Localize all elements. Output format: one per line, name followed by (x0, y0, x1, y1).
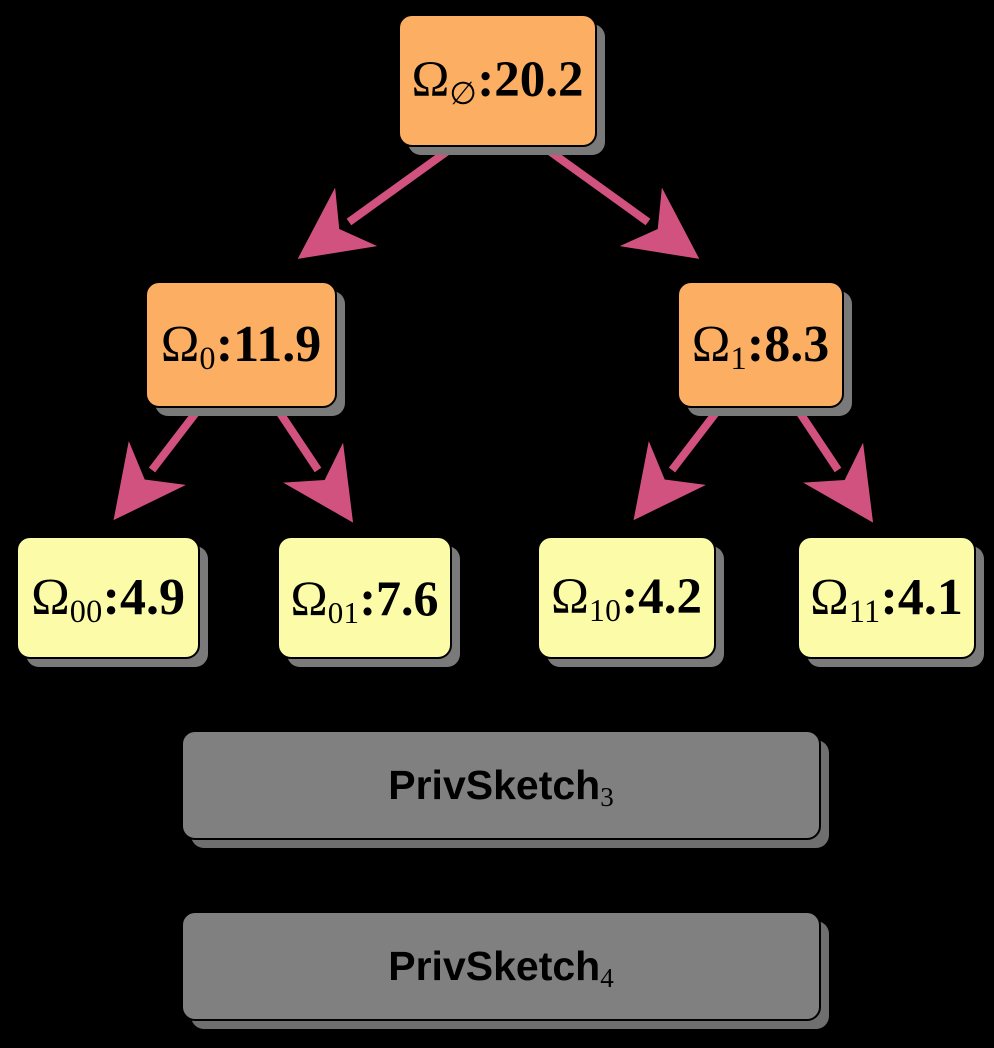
node-value: 4.2 (638, 569, 702, 625)
node-subscript: 11 (848, 592, 881, 629)
edge-n1-to-n11 (794, 407, 874, 523)
node-separator: : (215, 315, 234, 373)
node-separator: : (359, 569, 376, 626)
omega-symbol: Ω (810, 568, 849, 626)
node-value: 7.6 (375, 569, 439, 626)
edge-n0-to-n01 (274, 407, 354, 523)
node-separator: : (880, 568, 898, 626)
node-separator: : (746, 315, 765, 373)
tree-node-root-label: Ω∅:20.2 (411, 52, 584, 110)
node-separator: : (621, 569, 639, 625)
node-subscript: 00 (69, 592, 103, 629)
node-subscript: ∅ (449, 76, 478, 112)
bar-name: PrivSketch (388, 761, 601, 808)
bar-subscript: 3 (600, 781, 614, 812)
bar-subscript: 4 (600, 962, 614, 993)
node-subscript: 0 (199, 339, 216, 376)
edge-n0-to-n00 (113, 407, 202, 521)
node-separator: : (477, 52, 495, 108)
edge-root-to-n0 (297, 146, 452, 259)
node-value: 4.1 (897, 568, 963, 626)
omega-symbol: Ω (551, 569, 589, 625)
omega-symbol: Ω (691, 315, 731, 373)
edge-root-to-n1 (545, 146, 700, 259)
node-value: 4.9 (119, 568, 185, 626)
omega-symbol: Ω (290, 569, 328, 626)
node-subscript: 01 (327, 594, 360, 630)
omega-symbol: Ω (31, 568, 70, 626)
omega-symbol: Ω (160, 315, 200, 373)
node-separator: : (102, 568, 120, 626)
omega-symbol: Ω (411, 52, 450, 108)
node-subscript: 10 (588, 593, 622, 629)
bar-name: PrivSketch (388, 942, 601, 989)
node-value: 11.9 (233, 315, 322, 373)
node-value: 8.3 (764, 315, 830, 373)
node-subscript: 1 (730, 339, 747, 376)
node-value: 20.2 (494, 52, 584, 108)
edge-n1-to-n10 (633, 407, 722, 521)
tree-node-root[interactable]: Ω∅:20.2 (398, 14, 597, 147)
